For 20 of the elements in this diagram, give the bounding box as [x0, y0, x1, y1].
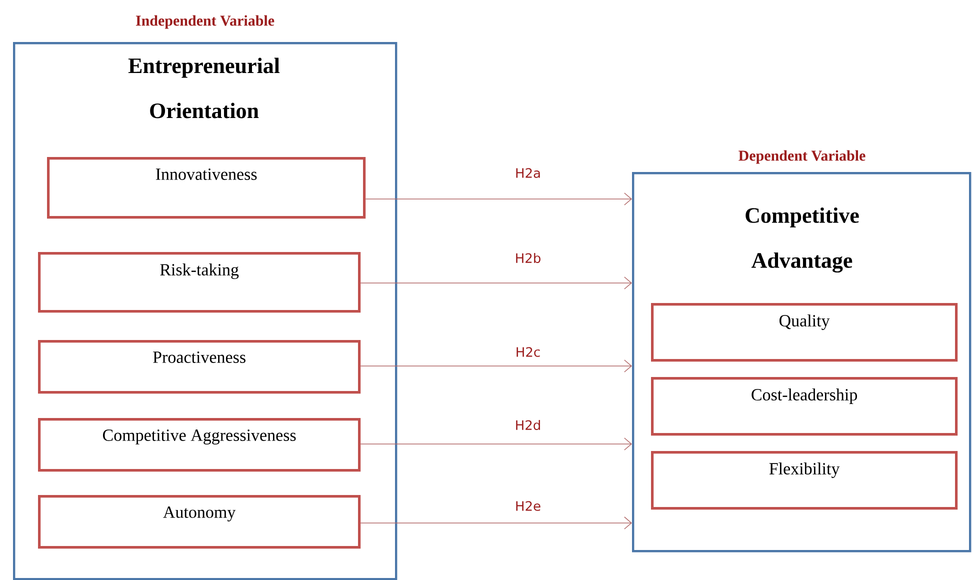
factor-box: Proactiveness — [38, 340, 361, 394]
edge-label: H2a — [514, 167, 542, 179]
edge-label: H2c — [514, 346, 542, 358]
edge-label: H2e — [514, 500, 542, 512]
factor-box: Autonomy — [38, 495, 361, 549]
arrow — [360, 360, 632, 372]
factor-box: Innovativeness — [47, 157, 366, 219]
edge-label: H2d — [514, 418, 542, 432]
node-label: Independent Variable — [136, 15, 274, 29]
edge-label: H2b — [514, 252, 542, 264]
arrow — [360, 516, 632, 530]
arrow — [360, 276, 632, 290]
factor-box: Risk-taking — [38, 252, 361, 313]
arrow — [360, 438, 632, 450]
factor-box: Flexibility — [651, 451, 958, 510]
factor-box: Cost-leadership — [651, 377, 958, 436]
arrow — [365, 192, 632, 206]
node-label: Dependent Variable — [738, 150, 866, 164]
factor-box: Competitive Aggressiveness — [38, 418, 361, 472]
factor-box: Quality — [651, 303, 958, 362]
